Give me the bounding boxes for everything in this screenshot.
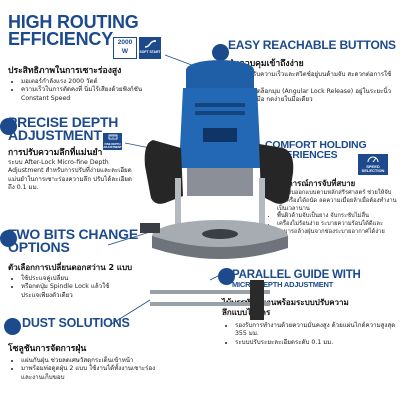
soft-start-badge: SOFT START	[139, 37, 161, 59]
precise-depth-title-line1: PRECISE DEPTH	[8, 114, 119, 130]
parallel-guide-subtitle: ไม้บรรทัดขนานพร้อมระบบปรับความ ลึกแบบไมโ…	[222, 298, 349, 317]
precise-depth-title: PRECISE DEPTH ADJUSTMENT	[8, 114, 119, 144]
comfort-title-line2: EXPERIENCES	[265, 148, 338, 161]
list-item: ด้ามจับออกแบบตามหลักสรีรศาสตร์ ช่วยให้จั…	[277, 190, 398, 213]
guide-rail	[150, 290, 270, 294]
list-item: มาพร้อมท่อดูดฝุ่น 2 แบบ ใช้งานได้ทั้งงาน…	[21, 365, 162, 382]
callout-marker	[212, 44, 229, 61]
parallel-guide-title-line2: MICRO DEPTH ADJUSTMENT	[232, 279, 334, 289]
comfort-title-line1: COMFORT HOLDING	[265, 139, 367, 151]
callout-marker	[4, 318, 21, 335]
two-bits-subtitle: ตัวเลือกการเปลี่ยนดอกสว่าน 2 แบบ	[8, 263, 133, 272]
dust-title: DUST SOLUTIONS	[22, 316, 130, 330]
list-item: มอเตอร์กำลังแรง 2000 วัตต์	[21, 78, 162, 86]
fine-depth-label: FINE DEPTH ADJUSTMENT	[103, 143, 122, 149]
high-routing-subtitle: ประสิทธิภาพในการเซาะร่องสูง	[8, 66, 122, 76]
comfort-subtitle: ประสบการณ์การจับที่สบาย	[265, 179, 356, 188]
router-depth-rod	[175, 178, 181, 238]
router-illustration	[140, 60, 294, 259]
list-item: ปุ่มปลดล็อกมุม (Angular Lock Release) อย…	[241, 88, 397, 105]
power-unit: W	[121, 48, 129, 55]
list-item: รองรับการทำงานด้วยความมั่นคงสูง ด้วยแผ่น…	[235, 322, 396, 339]
router-right-handle	[259, 144, 294, 204]
easy-buttons-title: EASY REACHABLE BUTTONS	[228, 38, 396, 52]
router-base-side	[152, 236, 288, 259]
precise-depth-subtitle: การปรับความลึกที่แม่นยำ	[8, 148, 103, 158]
speed-selection-badge: SPEED SELECTION	[358, 154, 388, 175]
high-routing-title-line1: HIGH ROUTING	[8, 12, 139, 32]
dust-subtitle: โซลูชันการจัดการฝุ่น	[8, 344, 87, 354]
router-base-opening	[202, 229, 238, 239]
router-left-handle	[144, 140, 183, 204]
list-item: พื้นผิวด้ามจับเป็นยาง จับกระชับไม่ลื่น	[277, 213, 398, 221]
speed-dial-icon	[367, 156, 379, 163]
list-item: หรือกดปุ่ม Spindle Lock แล้วใช้ประแจเพีย…	[21, 283, 122, 300]
list-item: แผ่นกันฝุ่น ช่วยลดเศษวัสดุกระเด็นเข้าหน้…	[21, 357, 162, 365]
two-bits-bullets: ใช้ประแจคู่เปลี่ยน หรือกดปุ่ม Spindle Lo…	[12, 275, 122, 300]
router-vent	[195, 103, 245, 107]
power-badge: 2000 W	[113, 37, 137, 59]
two-bits-title-line1: TWO BITS CHANGE	[8, 226, 138, 242]
router-vent	[195, 111, 245, 115]
two-bits-title-line2: OPTIONS	[8, 239, 70, 256]
easy-buttons-subtitle: ปุ่มควบคุมเข้าถึงง่าย	[228, 59, 304, 69]
guide-fence	[250, 280, 264, 320]
router-motor-top	[186, 70, 254, 90]
precise-depth-title-line2: ADJUSTMENT	[8, 127, 102, 144]
callout-marker	[0, 230, 17, 247]
selection-label: SELECTION	[361, 168, 385, 173]
comfort-bullets: ด้ามจับออกแบบตามหลักสรีรศาสตร์ ช่วยให้จั…	[268, 190, 398, 237]
callout-marker	[0, 118, 17, 135]
high-routing-title-line2: EFFICIENCY	[8, 29, 114, 50]
parallel-guide-title: PARALLEL GUIDE WITH MICRO DEPTH ADJUSTME…	[232, 269, 361, 289]
callout-marker	[218, 268, 235, 285]
dust-bullets: แผ่นกันฝุ่น ช่วยลดเศษวัสดุกระเด็นเข้าหน้…	[12, 357, 162, 382]
precise-depth-body: ระบบ After-Lock Micro-fine Depth Adjustm…	[8, 159, 132, 192]
parallel-guide-subtitle-line2: ลึกแบบไมโคร	[222, 307, 271, 317]
high-routing-title: HIGH ROUTING EFFICIENCY	[8, 12, 139, 50]
parallel-guide-title-line1: PARALLEL GUIDE WITH	[232, 269, 361, 281]
speed-label: SPEED	[366, 163, 380, 169]
list-item: ความเร็วในการตัดคงที่ นิ่มไร้เสียงด้วยฟั…	[21, 86, 162, 103]
soft-start-label: SOFT START	[139, 50, 161, 54]
parallel-guide-bullets: รองรับการทำงานด้วยความมั่นคงสูง ด้วยแผ่น…	[226, 322, 396, 347]
soft-start-icon	[144, 40, 156, 48]
router-collar	[187, 168, 253, 196]
list-item: ระบบปรับระยะละเอียดระดับ 0.1 มม.	[235, 339, 396, 347]
router-label	[203, 128, 237, 142]
guide-rail	[150, 302, 270, 306]
fine-depth-badge: FINE DEPTH ADJUSTMENT	[103, 133, 122, 150]
depth-gauge-icon	[108, 134, 117, 140]
two-bits-title: TWO BITS CHANGE OPTIONS	[8, 226, 138, 256]
high-routing-bullets: มอเตอร์กำลังแรง 2000 วัตต์ ความเร็วในการ…	[12, 78, 162, 103]
router-dust-port	[140, 223, 160, 233]
comfort-title: COMFORT HOLDING EXPERIENCES	[265, 139, 367, 161]
power-value: 2000	[117, 39, 133, 46]
list-item: เครื่องไม่ร้อนง่าย ระบายความร้อนได้ดีและ…	[277, 221, 398, 237]
parallel-guide-illustration	[150, 280, 270, 320]
parallel-guide-subtitle-line1: ไม้บรรทัดขนานพร้อมระบบปรับความ	[222, 298, 349, 307]
router-depth-rod	[259, 178, 265, 238]
list-item: ใช้ประแจคู่เปลี่ยน	[21, 275, 122, 283]
